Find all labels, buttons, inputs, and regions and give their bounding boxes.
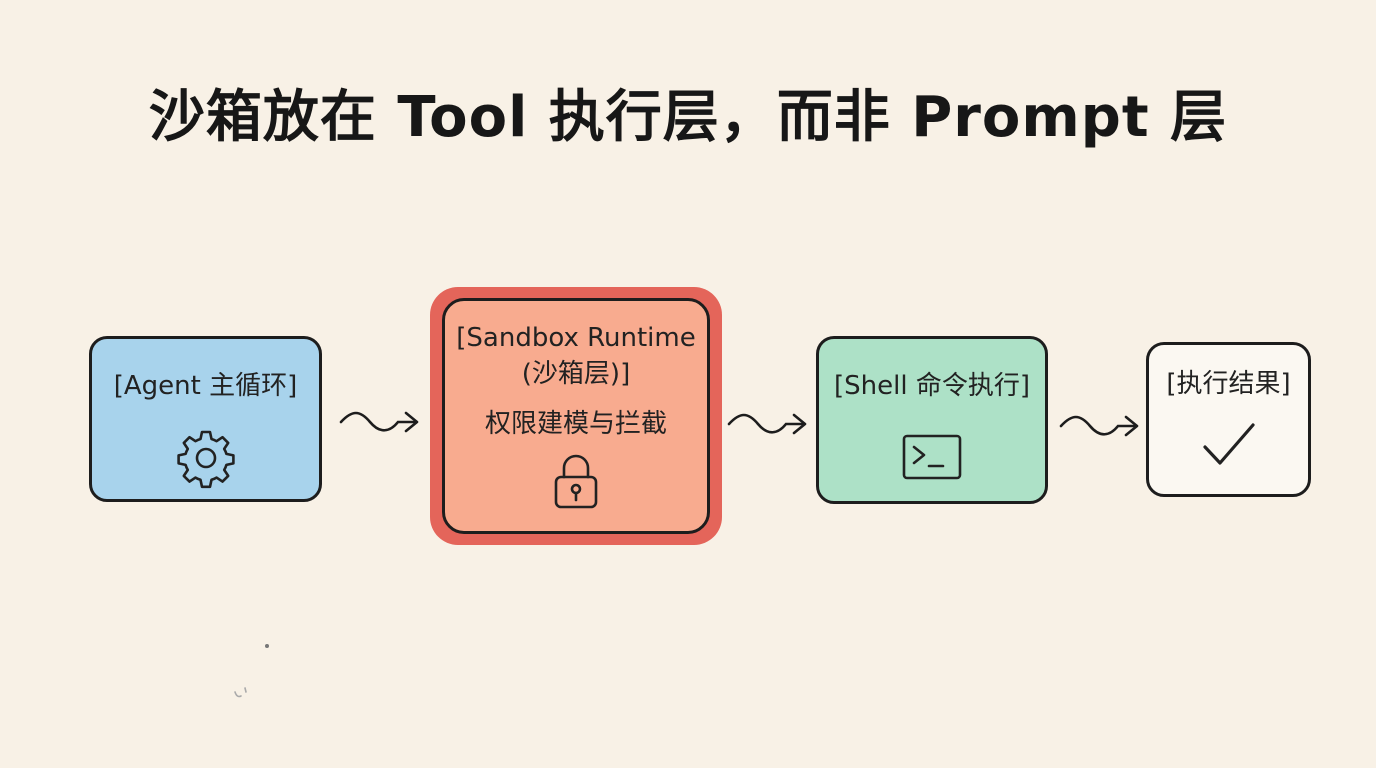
terminal-icon xyxy=(902,434,962,480)
shell-node-label: [Shell 命令执行] xyxy=(834,371,1030,401)
agent-main-loop-node: [Agent 主循环] xyxy=(89,336,322,502)
lock-icon xyxy=(554,454,598,509)
execution-result-node: [执行结果] xyxy=(1146,342,1311,497)
sandbox-runtime-node: [Sandbox Runtime (沙箱层)] 权限建模与拦截 xyxy=(442,298,710,534)
agent-node-label: [Agent 主循环] xyxy=(113,371,298,401)
arrow-agent-to-sandbox xyxy=(339,411,419,433)
pencil-mark-decoration xyxy=(234,644,269,698)
sandbox-node-label-line1: [Sandbox Runtime xyxy=(456,323,696,353)
page-title: 沙箱放在 Tool 执行层，而非 Prompt 层 xyxy=(148,85,1228,150)
shell-command-node: [Shell 命令执行] xyxy=(816,336,1048,504)
sandbox-node-sublabel: 权限建模与拦截 xyxy=(484,409,667,439)
result-node-label: [执行结果] xyxy=(1166,369,1291,399)
arrow-sandbox-to-shell xyxy=(727,413,807,435)
gear-icon xyxy=(176,430,235,489)
arrow-shell-to-result xyxy=(1059,415,1139,437)
sandbox-node-label-line2: (沙箱层)] xyxy=(521,359,631,389)
checkmark-icon xyxy=(1202,423,1255,465)
